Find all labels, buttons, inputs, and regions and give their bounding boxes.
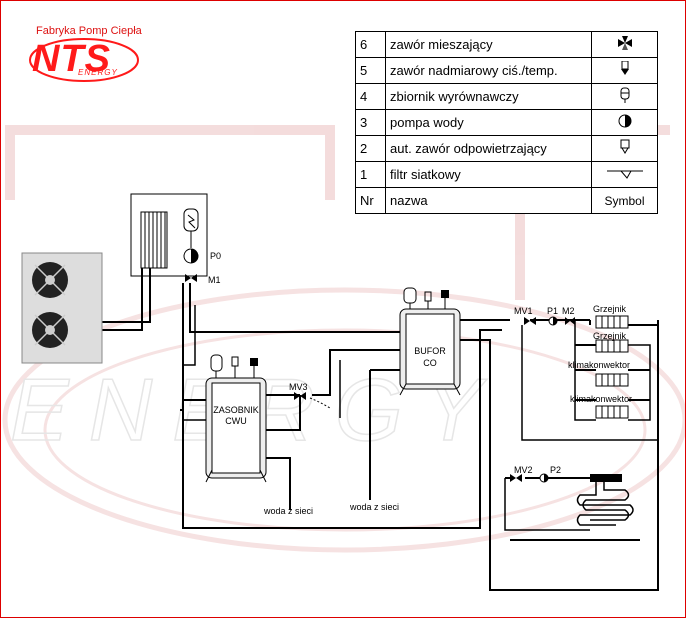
- label-cwu: CWU: [225, 416, 247, 426]
- p2-pump-icon: [539, 473, 549, 483]
- legend-name: filtr siatkowy: [385, 161, 592, 188]
- indoor-expansion-tank-icon: [183, 208, 199, 248]
- m2-mixing-valve-icon: [565, 317, 575, 325]
- legend-header-row: Nr nazwa Symbol: [355, 187, 658, 214]
- label-klimakonwektor-1: klimakonwektor: [568, 360, 631, 370]
- water-pump-icon: [591, 109, 658, 136]
- legend-row: 3 pompa wody: [355, 109, 658, 136]
- legend-header-name: nazwa: [385, 187, 592, 214]
- fan-coil-1: [595, 373, 629, 387]
- label-klimakonwektor-2: klimakonwektor: [570, 394, 633, 404]
- label-p0: P0: [210, 251, 222, 261]
- legend-table: 6 zawór mieszający 5 zawór nadmiarowy ci…: [355, 31, 658, 214]
- legend-row: 2 aut. zawór odpowietrzający: [355, 135, 658, 162]
- label-p1: P1: [547, 306, 559, 316]
- legend-row: 6 zawór mieszający: [355, 31, 658, 58]
- fan-coil-2: [595, 405, 629, 419]
- label-mv1: MV1: [514, 306, 533, 316]
- cwu-air-vent-icon: [250, 358, 258, 378]
- p0-pump-icon: [183, 248, 199, 264]
- logo-subtext: ENERGY: [78, 68, 118, 77]
- cwu-expansion-tank-icon: [210, 354, 223, 378]
- cwu-relief-valve-icon: [231, 356, 239, 378]
- p1-pump-icon: [548, 316, 558, 326]
- pressure-relief-valve-icon: [591, 57, 658, 84]
- radiator-1: [595, 315, 629, 329]
- label-grzejnik-2: Grzejnik: [593, 331, 627, 341]
- buffer-air-vent-icon: [441, 290, 449, 309]
- expansion-tank-icon: [591, 83, 658, 110]
- label-bufor: BUFOR: [414, 346, 446, 356]
- label-m1: M1: [208, 275, 221, 285]
- legend-row: 1 filtr siatkowy: [355, 161, 658, 188]
- brand-tagline: Fabryka Pomp Ciepła: [36, 25, 142, 37]
- mv2-mixing-valve-icon: [510, 474, 522, 482]
- air-vent-valve-icon: [591, 135, 658, 162]
- mv3-mixing-valve-icon: [294, 392, 331, 409]
- label-woda-z-sieci-2: woda z sieci: [350, 502, 400, 512]
- legend-nr: 2: [355, 135, 386, 162]
- legend-row: 5 zawór nadmiarowy ciś./temp.: [355, 57, 658, 84]
- legend-name: zawór nadmiarowy ciś./temp.: [385, 57, 592, 84]
- buffer-expansion-tank-icon: [403, 287, 417, 309]
- mixing-valve-icon: [591, 31, 658, 58]
- label-co: CO: [423, 358, 437, 368]
- label-mv2: MV2: [514, 465, 533, 475]
- nts-logo: NTS ENERGY: [28, 36, 140, 84]
- legend-nr: 1: [355, 161, 386, 188]
- buffer-relief-valve-icon: [424, 291, 432, 309]
- label-mv3: MV3: [289, 382, 308, 392]
- legend-header-symbol: Symbol: [591, 187, 658, 214]
- radiator-2: [595, 339, 629, 353]
- mesh-filter-icon: [591, 161, 658, 188]
- m1-mixing-valve-icon: [185, 274, 197, 282]
- label-woda-z-sieci-1: woda z sieci: [264, 506, 314, 516]
- cwu-tank: [205, 377, 267, 483]
- label-grzejnik-1: Grzejnik: [593, 304, 627, 314]
- plate-heat-exchanger: [140, 211, 168, 269]
- label-p2: P2: [550, 465, 562, 475]
- outdoor-unit: [21, 252, 103, 364]
- label-zasobnik: ZASOBNIK: [213, 405, 259, 415]
- buffer-tank: [399, 308, 461, 396]
- legend-name: pompa wody: [385, 109, 592, 136]
- label-m2: M2: [562, 306, 575, 316]
- mv1-mixing-valve-icon: [524, 317, 536, 325]
- logo-text: NTS: [32, 38, 111, 80]
- underfloor-heating-coil: [576, 474, 634, 526]
